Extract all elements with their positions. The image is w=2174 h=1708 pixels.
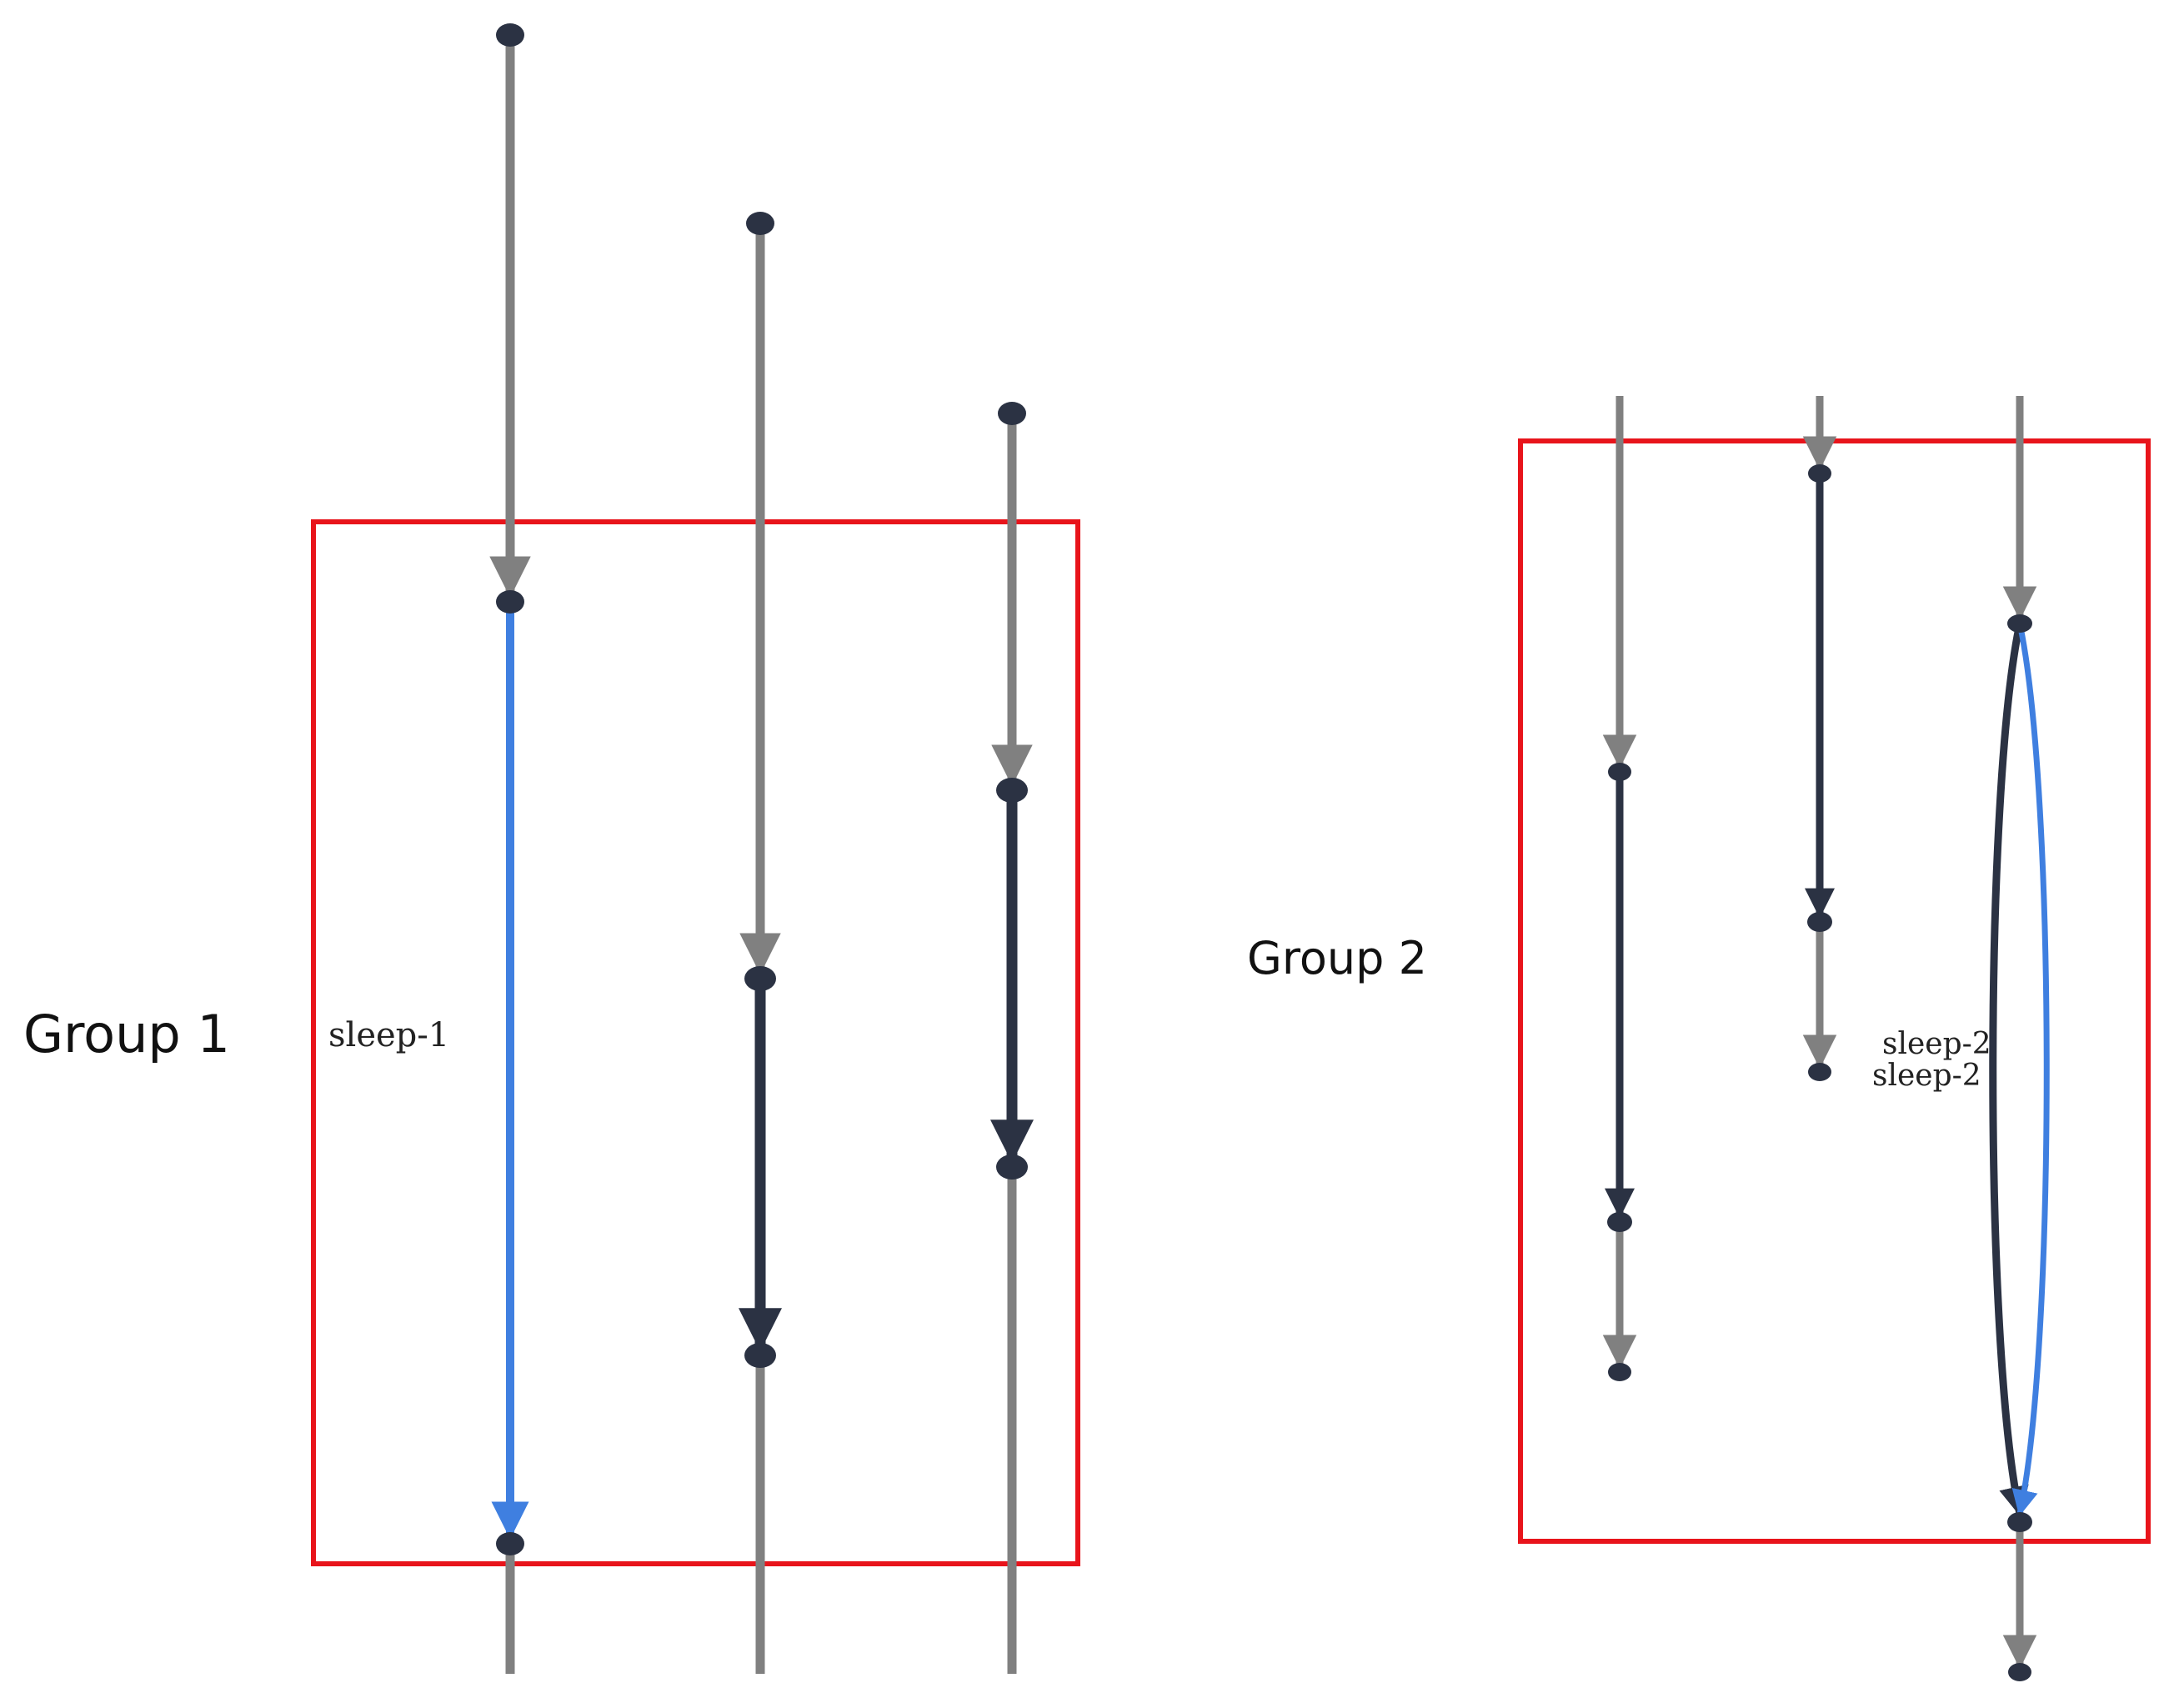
sleep-2-edge bbox=[2011, 623, 2050, 1517]
group-1-box bbox=[311, 519, 1080, 1566]
group-1 bbox=[311, 23, 1080, 1674]
node bbox=[1808, 1063, 1831, 1081]
node bbox=[1608, 763, 1631, 781]
span-edge bbox=[1989, 623, 2029, 1517]
node bbox=[1607, 1212, 1632, 1232]
node bbox=[496, 1532, 524, 1555]
node bbox=[744, 966, 776, 991]
group-2 bbox=[1518, 396, 2151, 1681]
node bbox=[998, 402, 1026, 425]
sleep-2-label: sleep-2 bbox=[1882, 1027, 1991, 1061]
node bbox=[1808, 464, 1831, 483]
node bbox=[996, 778, 1028, 803]
node bbox=[744, 1343, 776, 1368]
node bbox=[1608, 1363, 1631, 1381]
node bbox=[1807, 912, 1832, 932]
node bbox=[496, 23, 524, 47]
group-1-label: Group 1 bbox=[23, 1004, 230, 1064]
group-2-label: Group 2 bbox=[1247, 932, 1427, 984]
node bbox=[2008, 1663, 2031, 1681]
node bbox=[2007, 1512, 2032, 1532]
sleep-2-label: sleep-2 bbox=[1872, 1059, 1981, 1093]
node bbox=[746, 212, 774, 235]
sleep-1-label: sleep-1 bbox=[328, 1016, 450, 1054]
node bbox=[496, 590, 524, 614]
node bbox=[996, 1155, 1028, 1180]
node bbox=[2007, 614, 2032, 633]
